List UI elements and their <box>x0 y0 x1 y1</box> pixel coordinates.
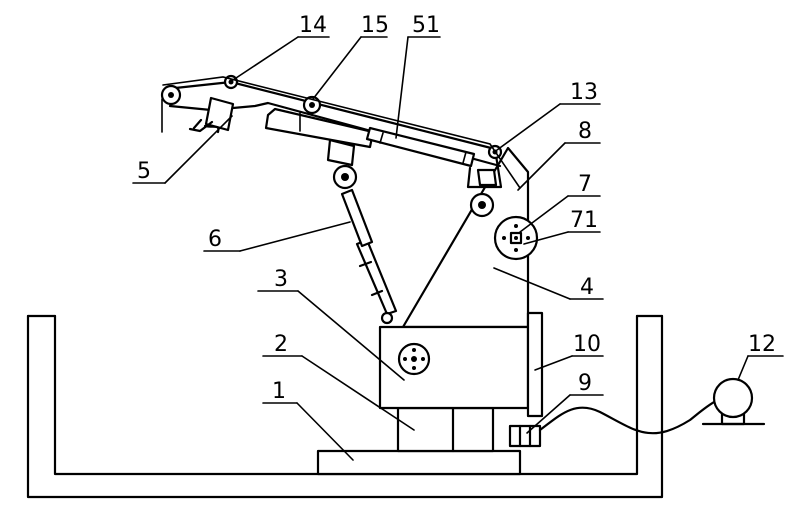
label-7: 7 <box>578 172 592 197</box>
label-4: 4 <box>580 275 594 300</box>
valve-fitting <box>508 424 542 448</box>
label-10: 10 <box>573 332 601 357</box>
label-15: 15 <box>361 13 389 38</box>
label-12: 12 <box>748 332 776 357</box>
rope <box>162 76 521 189</box>
box-hub <box>397 342 431 376</box>
label-6: 6 <box>208 227 222 252</box>
label-5: 5 <box>137 159 151 184</box>
label-3: 3 <box>274 267 288 292</box>
boom-end-pulley <box>160 84 182 106</box>
label-13: 13 <box>570 80 598 105</box>
side-motor <box>526 311 544 418</box>
leader-lines <box>132 36 784 461</box>
pump <box>701 377 766 426</box>
label-71: 71 <box>570 208 598 233</box>
column <box>396 406 495 453</box>
label-14: 14 <box>299 13 327 38</box>
lower-pivot-pulley <box>469 192 495 218</box>
label-51: 51 <box>412 13 440 38</box>
cable <box>538 399 718 435</box>
label-9: 9 <box>578 371 592 396</box>
hydraulic-cylinder <box>332 164 398 325</box>
label-1: 1 <box>272 379 286 404</box>
gripper <box>188 96 235 134</box>
label-8: 8 <box>578 119 592 144</box>
label-2: 2 <box>274 332 288 357</box>
